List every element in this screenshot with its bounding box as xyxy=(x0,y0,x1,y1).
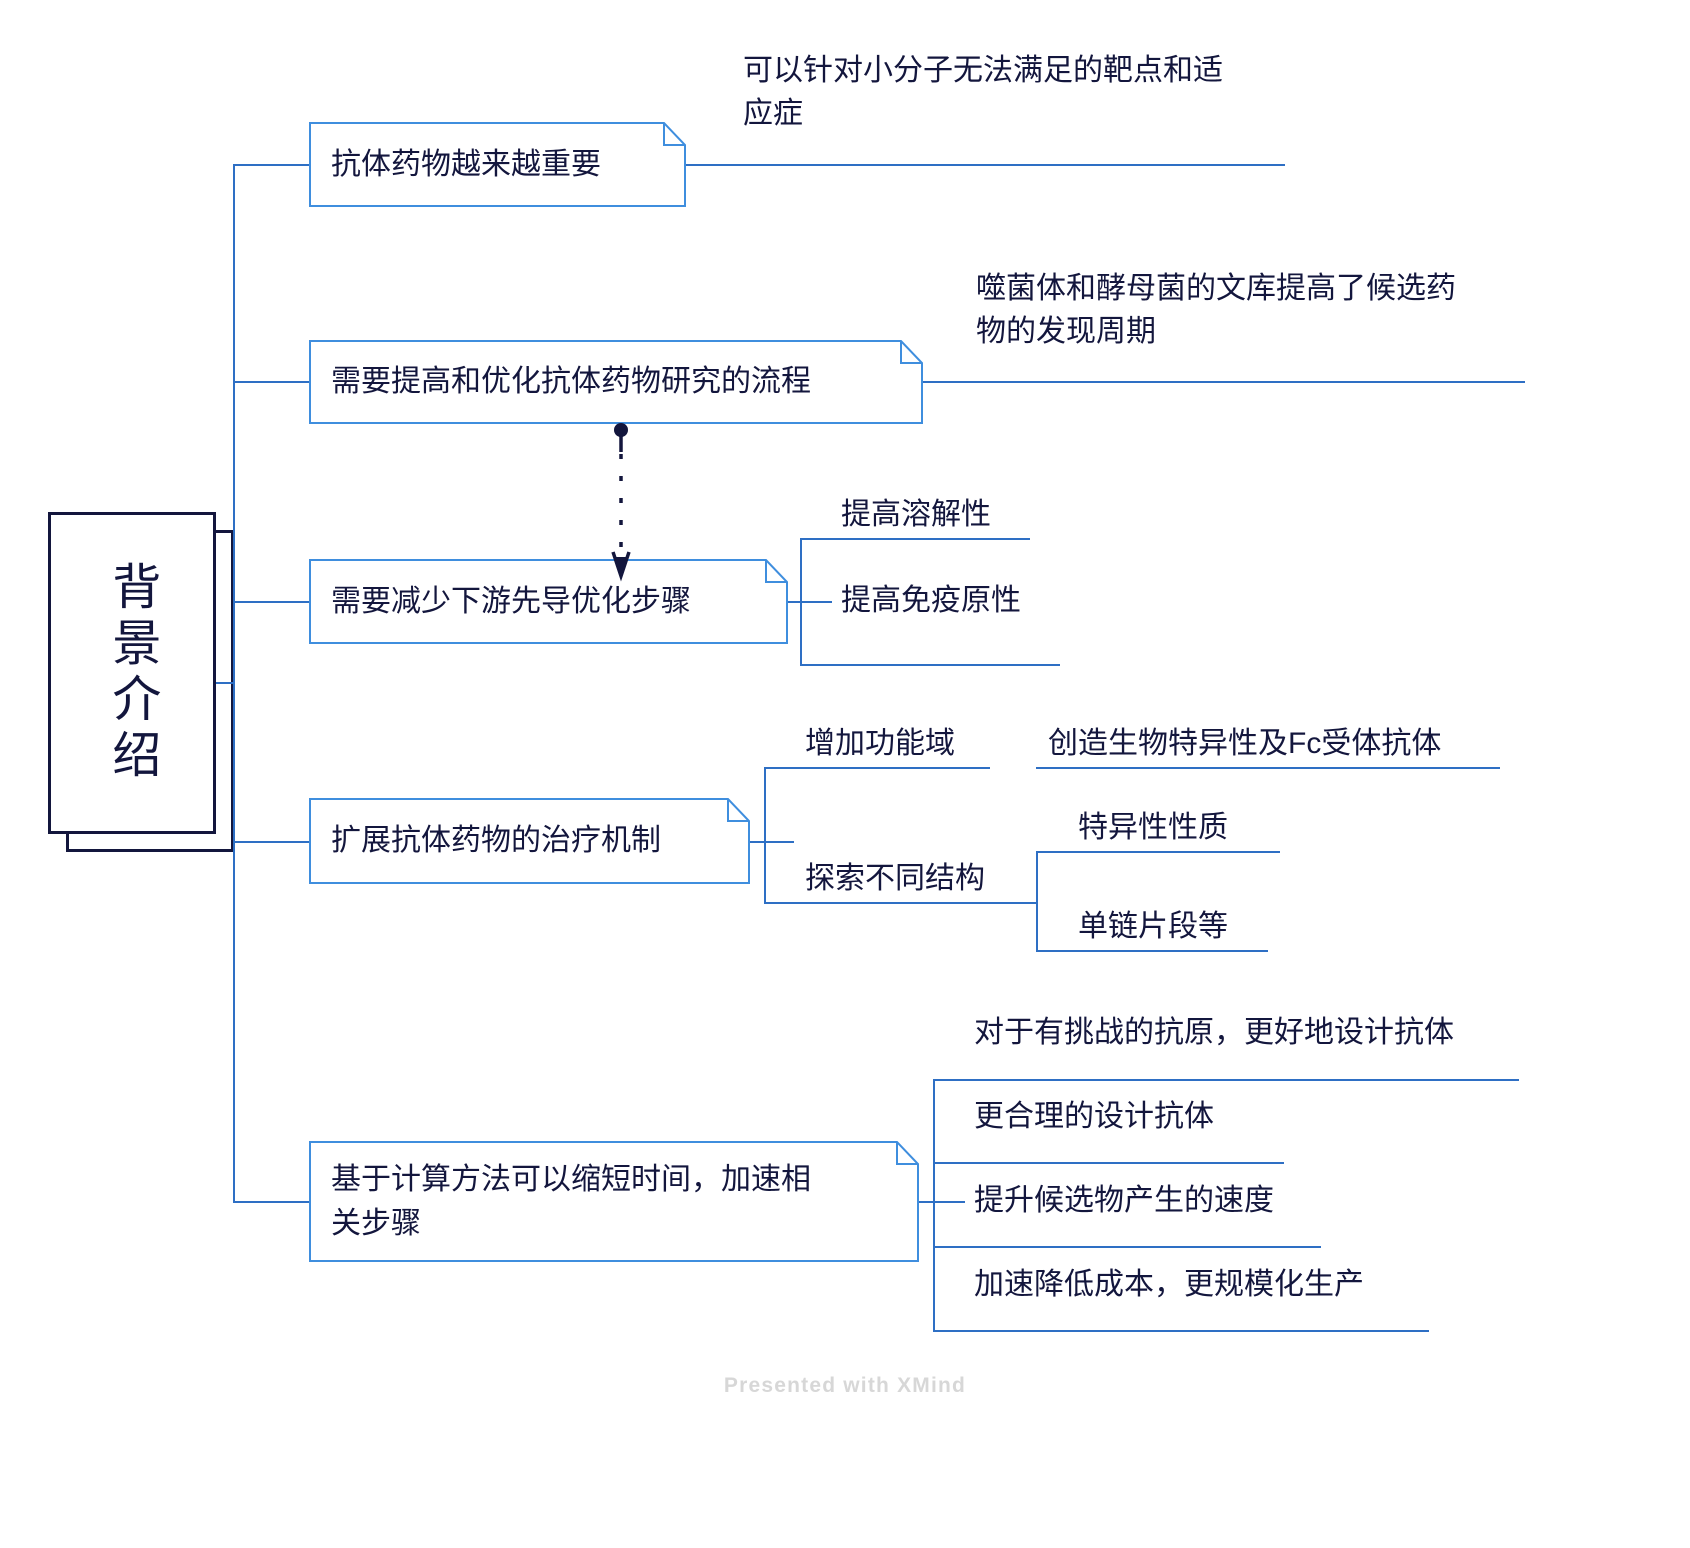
root-node-box[interactable]: 背景介绍 xyxy=(48,512,216,834)
branch-4-child-2-grandchild-1-label: 特异性性质 xyxy=(1078,811,1228,844)
branch-5-child-2[interactable]: 更合理的设计抗体 xyxy=(966,1096,1306,1145)
branch-4-child-1[interactable]: 增加功能域 xyxy=(797,723,1013,772)
root-node-label: 背景介绍 xyxy=(105,561,160,785)
branch-5-child-2-line xyxy=(933,1162,1284,1164)
branch-node-1[interactable]: 抗体药物越来越重要 xyxy=(309,122,686,207)
branch-5-child-4-label: 加速降低成本，更规模化生产 xyxy=(974,1268,1364,1301)
branch-4-c2-grandchild-2-line xyxy=(1036,950,1268,952)
branch-5-child-3[interactable]: 提升候选物产生的速度 xyxy=(966,1180,1346,1229)
branch-node-5[interactable]: 基于计算方法可以缩短时间，加速相 关步骤 xyxy=(309,1141,919,1262)
branch-4-child-2-label: 探索不同结构 xyxy=(805,862,985,895)
branch-node-2-label: 需要提高和优化抗体药物研究的流程 xyxy=(331,365,811,399)
branch-node-3[interactable]: 需要减少下游先导优化步骤 xyxy=(309,559,788,644)
branch-node-1-label: 抗体药物越来越重要 xyxy=(331,147,601,181)
branch-3-child-2-label: 提高免疫原性 xyxy=(841,584,1021,617)
branch-4-connector xyxy=(233,841,311,843)
branch-2-connector xyxy=(233,381,311,383)
root-node[interactable]: 背景介绍 xyxy=(48,512,238,857)
branch-3-child-1-label: 提高溶解性 xyxy=(841,498,991,531)
branch-3-child-trunk xyxy=(800,538,802,664)
branch-2-child-1[interactable]: 噬菌体和酵母菌的文库提高了候选药 物的发现周期 xyxy=(968,268,1528,359)
branch-4-child-2-line xyxy=(764,902,1036,904)
root-connector-stub xyxy=(205,682,235,684)
branch-4-child-1-label: 增加功能域 xyxy=(805,727,955,760)
branch-5-connector xyxy=(233,1201,311,1203)
xmind-watermark: Presented with XMind xyxy=(723,1374,967,1397)
branch-5-child-stub xyxy=(917,1201,965,1203)
branch-4-child-2-grandchild-1[interactable]: 特异性性质 xyxy=(1070,807,1300,856)
branch-4-child-2[interactable]: 探索不同结构 xyxy=(797,858,1047,907)
branch-5-child-1-line xyxy=(933,1079,1519,1081)
branch-5-child-4-line xyxy=(933,1330,1429,1332)
branch-1-connector xyxy=(233,164,311,166)
branch-1-child-connector xyxy=(684,164,1285,166)
branch-5-child-2-label: 更合理的设计抗体 xyxy=(974,1100,1214,1133)
branch-node-5-label: 基于计算方法可以缩短时间，加速相 关步骤 xyxy=(331,1163,811,1240)
branch-1-child-1-label: 可以针对小分子无法满足的靶点和适 应症 xyxy=(743,54,1223,130)
branch-3-child-stub xyxy=(786,601,832,603)
branch-node-4[interactable]: 扩展抗体药物的治疗机制 xyxy=(309,798,750,884)
branch-2-child-1-label: 噬菌体和酵母菌的文库提高了候选药 物的发现周期 xyxy=(976,272,1456,348)
branch-3-child-2[interactable]: 提高免疫原性 xyxy=(833,580,1083,629)
branch-5-child-4[interactable]: 加速降低成本，更规模化生产 xyxy=(966,1264,1446,1313)
branch-4-child-1-grandchild-1[interactable]: 创造生物特异性及Fc受体抗体 xyxy=(1040,723,1510,772)
branch-5-child-trunk xyxy=(933,1079,935,1330)
branch-3-connector xyxy=(233,601,311,603)
branch-node-2[interactable]: 需要提高和优化抗体药物研究的流程 xyxy=(309,340,923,424)
relationship-arrow-icon[interactable] xyxy=(600,420,648,590)
branch-node-3-label: 需要减少下游先导优化步骤 xyxy=(331,584,691,618)
branch-3-child-1[interactable]: 提高溶解性 xyxy=(833,494,1053,543)
branch-node-4-label: 扩展抗体药物的治疗机制 xyxy=(331,824,661,858)
branch-4-child-2-grandchild-2[interactable]: 单链片段等 xyxy=(1070,906,1286,955)
branch-5-child-1[interactable]: 对于有挑战的抗原，更好地设计抗体 xyxy=(966,1012,1536,1061)
branch-4-child-2-grandchild-2-label: 单链片段等 xyxy=(1078,910,1228,943)
branch-4-child-1-line xyxy=(764,767,990,769)
branch-4-c2-grandchild-1-line xyxy=(1036,851,1280,853)
branch-2-child-connector xyxy=(921,381,1525,383)
branch-3-child-1-line xyxy=(800,538,1030,540)
branch-4-child-stub xyxy=(748,841,794,843)
branch-5-child-3-line xyxy=(933,1246,1321,1248)
branch-5-child-3-label: 提升候选物产生的速度 xyxy=(974,1184,1274,1217)
branch-5-child-1-label: 对于有挑战的抗原，更好地设计抗体 xyxy=(974,1016,1454,1049)
branch-4-child-trunk xyxy=(764,767,766,902)
branch-3-child-2-line xyxy=(800,664,1060,666)
branch-4-c2-grandchild-trunk xyxy=(1036,851,1038,950)
branch-4-c1-grandchild-line xyxy=(1036,767,1500,769)
branch-4-child-1-grandchild-1-label: 创造生物特异性及Fc受体抗体 xyxy=(1048,727,1442,760)
branch-1-child-1[interactable]: 可以针对小分子无法满足的靶点和适 应症 xyxy=(735,50,1295,141)
